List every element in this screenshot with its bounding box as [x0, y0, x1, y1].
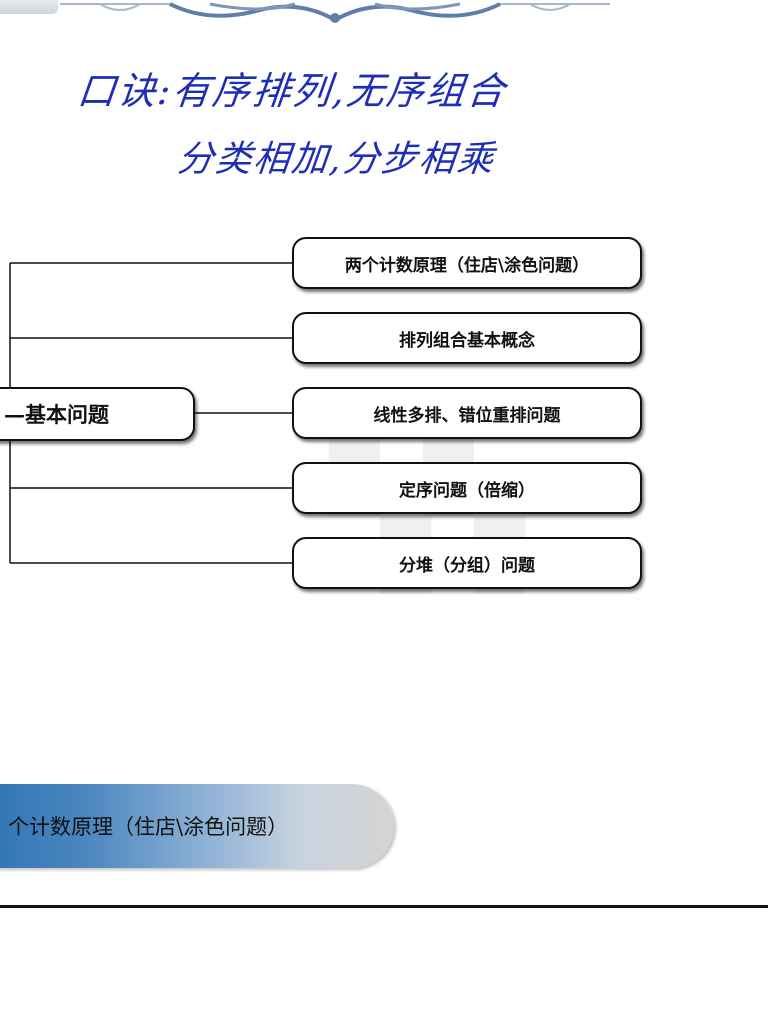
section-banner-label: 个计数原理（住店\涂色问题） — [8, 815, 289, 839]
horizontal-divider — [0, 905, 768, 908]
mindmap-node-grouping: 分堆（分组）问题 — [292, 537, 642, 589]
mindmap-node-fixed-order: 定序问题（倍缩） — [292, 462, 642, 514]
mindmap-node-linear-arrangement: 线性多排、错位重排问题 — [292, 387, 642, 439]
mindmap-node-counting-principles: 两个计数原理（住店\涂色问题） — [292, 237, 642, 289]
mindmap-root-node: —基本问题 — [0, 387, 195, 441]
ornament-divider-icon — [60, 2, 610, 23]
mindmap-node-basic-concepts: 排列组合基本概念 — [292, 312, 642, 364]
top-tab-decoration — [0, 0, 58, 14]
section-banner: 个计数原理（住店\涂色问题） — [0, 784, 394, 868]
